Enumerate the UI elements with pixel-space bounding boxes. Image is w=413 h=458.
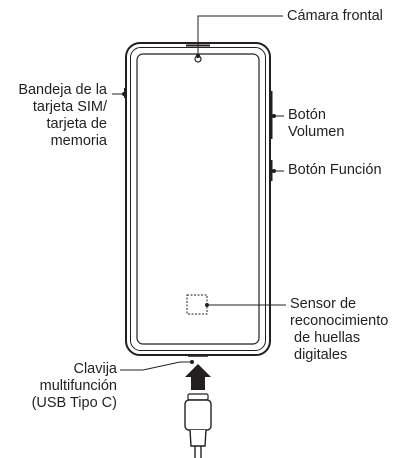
usb-c-cable — [184, 393, 212, 458]
phone-body — [125, 42, 271, 356]
volume-button-label: Botón Volumen — [288, 107, 345, 140]
fingerprint-sensor-label: Sensor de reconocimiento de huellas digi… — [290, 296, 389, 363]
insert-arrow-icon — [185, 364, 211, 390]
front-camera-label: Cámara frontal — [287, 8, 383, 24]
arrowheads — [122, 53, 276, 364]
leader-lines — [112, 15, 286, 371]
volume-button — [269, 91, 273, 139]
multipurpose-jack-label: Clavija multifunción (USB Tipo C) — [31, 361, 117, 411]
sim-tray-label: Bandeja de la tarjeta SIM/ tarjeta de me… — [18, 82, 107, 149]
function-button-label: Botón Función — [288, 162, 382, 178]
function-button — [269, 160, 273, 181]
